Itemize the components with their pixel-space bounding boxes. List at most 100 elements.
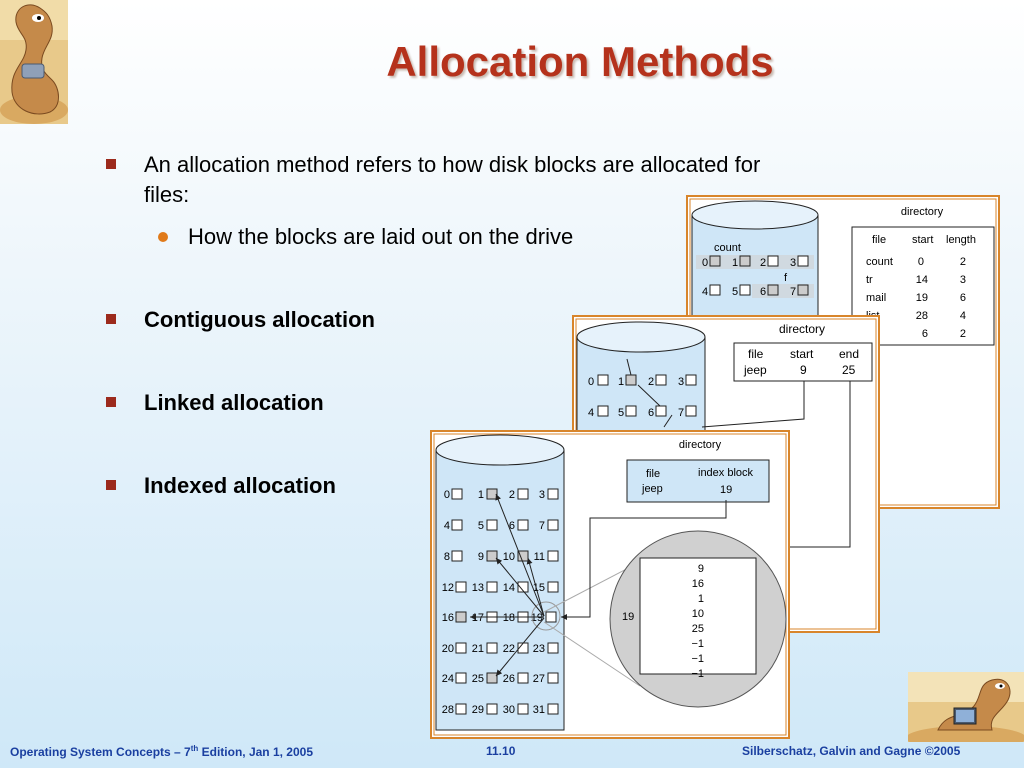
- block-label: 13: [472, 582, 484, 594]
- disk-block: [739, 255, 751, 267]
- disk-block: [517, 488, 529, 500]
- block-label: 2: [648, 376, 654, 388]
- square-bullet-icon: [106, 397, 116, 407]
- dir-cell: 4: [960, 310, 966, 322]
- col-header: start: [790, 347, 814, 361]
- disk-block: [486, 703, 498, 715]
- dir-cell: 6: [960, 292, 966, 304]
- dir-cell: 2: [960, 328, 966, 340]
- block-label: 4: [444, 520, 450, 532]
- block-label: 6: [509, 520, 515, 532]
- disk-block: [455, 703, 467, 715]
- dir-cell: 2: [960, 256, 966, 268]
- block-label: 0: [588, 376, 594, 388]
- round-bullet-icon: [158, 232, 168, 242]
- disk-block: [455, 611, 467, 623]
- disk-block: [547, 550, 559, 562]
- disk-block-grid: 0 1 2 3 4 5 6 7 8 9 10 11 12 13 14 15 16…: [442, 488, 559, 716]
- disk-block: [655, 405, 667, 417]
- block-label: 7: [678, 407, 684, 419]
- block-label: 6: [648, 407, 654, 419]
- footer-left: Operating System Concepts – 7th Edition,…: [10, 744, 314, 759]
- block-label: 16: [442, 612, 454, 624]
- block-label: 8: [444, 551, 450, 563]
- index-entry: 16: [692, 578, 704, 590]
- block-label: 18: [503, 612, 515, 624]
- index-entry: 10: [692, 608, 704, 620]
- disk-label-f: f: [784, 272, 788, 284]
- index-entry: 25: [692, 623, 704, 635]
- block-label: 5: [478, 520, 484, 532]
- block-label: 12: [442, 582, 454, 594]
- block-label: 2: [509, 489, 515, 501]
- dir-cell: 25: [842, 363, 856, 377]
- disk-block: [797, 284, 809, 296]
- index-entry: 1: [698, 593, 704, 605]
- disk-block: [655, 374, 667, 386]
- dir-cell: mail: [866, 292, 886, 304]
- block-label: 10: [503, 551, 515, 563]
- slide-title: Allocation Methods: [386, 38, 774, 85]
- block-label: 5: [732, 286, 738, 298]
- block-label: 27: [533, 673, 545, 685]
- col-header: index block: [698, 467, 754, 479]
- block-label: 2: [760, 257, 766, 269]
- col-header: length: [946, 234, 976, 246]
- square-bullet-icon: [106, 314, 116, 324]
- dir-cell: 19: [720, 484, 732, 496]
- col-header: file: [872, 234, 886, 246]
- dir-cell: 3: [960, 274, 966, 286]
- disk-block: [517, 581, 529, 593]
- disk-block: [547, 642, 559, 654]
- block-label: 0: [702, 257, 708, 269]
- block-label: 3: [678, 376, 684, 388]
- block-label: 21: [472, 643, 484, 655]
- block-label: 11: [534, 551, 545, 563]
- disk-block: [455, 581, 467, 593]
- disk-block: [685, 405, 697, 417]
- block-label: 4: [702, 286, 708, 298]
- block-label: 6: [760, 286, 766, 298]
- block-label: 4: [588, 407, 594, 419]
- disk-block: [486, 488, 498, 500]
- block-label: 7: [790, 286, 796, 298]
- index-entry: −1: [691, 668, 704, 680]
- disk-block: [625, 405, 637, 417]
- block-label: 29: [472, 704, 484, 716]
- disk-block: [451, 550, 463, 562]
- disk-block: [547, 581, 559, 593]
- disk-block: [517, 703, 529, 715]
- page-number: 11.10: [486, 744, 516, 758]
- block-label: 1: [732, 257, 738, 269]
- disk-block: [767, 255, 779, 267]
- disk-block: [517, 550, 529, 562]
- block-label: 14: [503, 582, 515, 594]
- dinosaur-mascot-bottom: [906, 672, 1024, 750]
- disk-block: [547, 519, 559, 531]
- disk-block: [709, 284, 721, 296]
- disk-block: [545, 611, 557, 623]
- disk-block: [486, 550, 498, 562]
- disk-block: [547, 703, 559, 715]
- disk-block: [685, 374, 697, 386]
- col-header: file: [748, 347, 764, 361]
- block-label: 30: [503, 704, 515, 716]
- block-label: 7: [539, 520, 545, 532]
- col-header: start: [912, 234, 933, 246]
- disk-block: [517, 519, 529, 531]
- block-label: 28: [442, 704, 454, 716]
- dir-cell: count: [866, 256, 893, 268]
- disk-block: [486, 672, 498, 684]
- directory-label: directory: [779, 322, 825, 336]
- square-bullet-icon: [106, 159, 116, 169]
- block-label: 5: [618, 407, 624, 419]
- square-bullet-icon: [106, 480, 116, 490]
- disk-block: [739, 284, 751, 296]
- disk-block: [547, 672, 559, 684]
- disk-block: [486, 642, 498, 654]
- disk-label-count: count: [714, 242, 741, 254]
- dir-cell: tr: [866, 274, 873, 286]
- disk-block: [709, 255, 721, 267]
- disk-block: [797, 255, 809, 267]
- block-label: 26: [503, 673, 515, 685]
